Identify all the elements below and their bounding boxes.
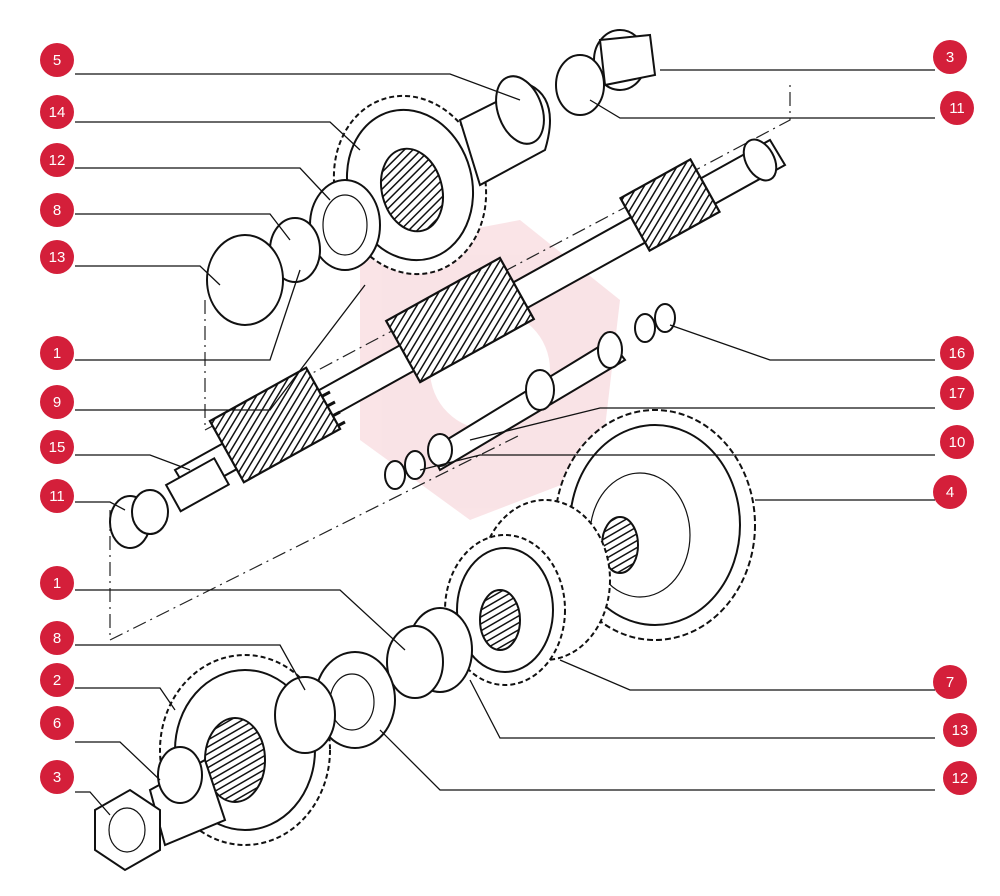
snap-ring-11-upper (555, 54, 605, 116)
callout-13: 13 (943, 713, 977, 747)
svg-text:3: 3 (946, 49, 954, 66)
svg-text:14: 14 (49, 104, 66, 121)
svg-text:8: 8 (53, 202, 61, 219)
callout-9: 9 (40, 385, 74, 419)
callout-12: 12 (40, 143, 74, 177)
washers-10 (384, 450, 426, 490)
ring-11-lower (109, 489, 169, 549)
ring-8-lower (274, 676, 336, 754)
svg-text:2: 2 (53, 672, 61, 689)
svg-text:9: 9 (53, 394, 61, 411)
snap-ring-13-upper (206, 234, 284, 326)
svg-text:10: 10 (949, 434, 966, 451)
callout-12: 12 (943, 761, 977, 795)
svg-text:12: 12 (49, 152, 66, 169)
callout-2: 2 (40, 663, 74, 697)
callout-14: 14 (40, 95, 74, 129)
washers-16 (634, 303, 676, 343)
nut-3-lower (94, 788, 161, 872)
svg-text:1: 1 (53, 345, 61, 362)
svg-text:13: 13 (952, 722, 969, 739)
svg-text:12: 12 (952, 770, 969, 787)
callout-4: 4 (933, 475, 967, 509)
svg-text:3: 3 (53, 769, 61, 786)
callouts-left: 5 14 12 8 13 1 9 15 11 1 8 2 6 3 (40, 43, 74, 794)
svg-text:17: 17 (949, 385, 966, 402)
callout-15: 15 (40, 430, 74, 464)
callout-11: 11 (940, 91, 974, 125)
svg-text:6: 6 (53, 715, 61, 732)
callout-13: 13 (40, 240, 74, 274)
callout-7: 7 (933, 665, 967, 699)
svg-text:16: 16 (949, 345, 966, 362)
svg-text:4: 4 (946, 484, 954, 501)
bushing-3-upper (593, 29, 657, 91)
ring-1-lower (386, 625, 444, 699)
callout-1: 1 (40, 566, 74, 600)
callout-16: 16 (940, 336, 974, 370)
svg-text:5: 5 (53, 52, 61, 69)
spacer-6 (148, 746, 227, 847)
sleeve-5 (458, 75, 551, 187)
callout-5: 5 (40, 43, 74, 77)
callout-1: 1 (40, 336, 74, 370)
callout-8: 8 (40, 621, 74, 655)
svg-text:8: 8 (53, 630, 61, 647)
svg-text:11: 11 (949, 100, 965, 117)
callouts-right: 3 11 16 17 10 4 7 13 12 (933, 40, 977, 795)
leader-lines (75, 69, 935, 816)
svg-text:13: 13 (49, 249, 66, 266)
svg-text:7: 7 (946, 674, 954, 691)
double-gear-7 (444, 499, 611, 686)
callout-11: 11 (40, 479, 74, 513)
svg-text:11: 11 (49, 488, 65, 505)
callout-10: 10 (940, 425, 974, 459)
callout-6: 6 (40, 706, 74, 740)
callout-3: 3 (40, 760, 74, 794)
callout-3: 3 (933, 40, 967, 74)
svg-text:15: 15 (49, 439, 66, 456)
svg-text:1: 1 (53, 575, 61, 592)
callout-17: 17 (940, 376, 974, 410)
main-shaft (164, 138, 787, 513)
callout-8: 8 (40, 193, 74, 227)
